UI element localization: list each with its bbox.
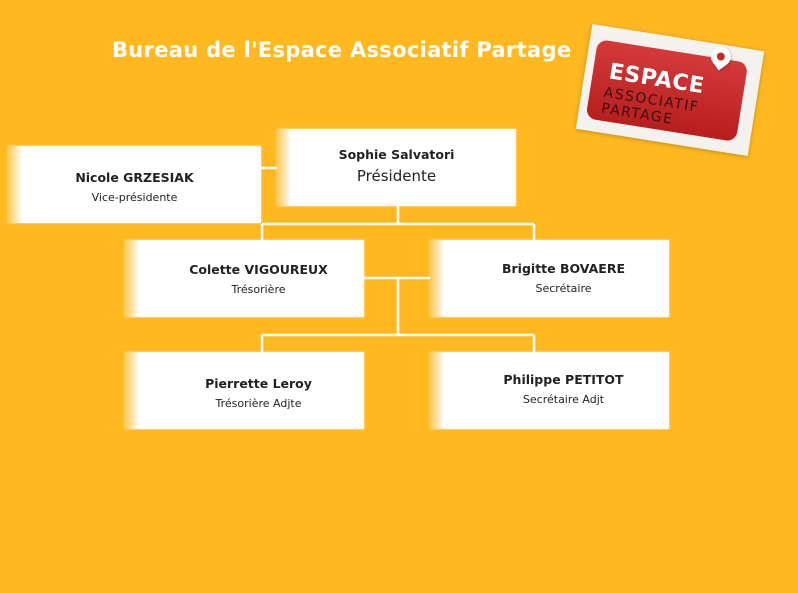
node-role: Vice-présidente <box>91 191 178 204</box>
page-title: Bureau de l'Espace Associatif Partage <box>112 38 572 62</box>
node-name: Philippe PETITOT <box>503 372 624 387</box>
node-name: Pierrette Leroy <box>205 376 312 391</box>
node-name: Brigitte BOVAERE <box>501 261 625 276</box>
node-president: Sophie Salvatori Présidente <box>277 129 516 206</box>
node-treasurer: Colette VIGOUREUX Trésorière <box>125 240 364 317</box>
node-vice-president: Nicole GRZESIAK Vice-présidente <box>8 146 261 223</box>
node-role: Présidente <box>356 167 437 185</box>
node-assistant-secretary: Philippe PETITOT Secrétaire Adjt <box>430 352 669 429</box>
node-role: Secrétaire <box>535 282 592 295</box>
node-role: Trésorière <box>231 283 286 296</box>
node-name: Colette VIGOUREUX <box>189 262 328 277</box>
node-name: Sophie Salvatori <box>338 147 455 162</box>
node-name: Nicole GRZESIAK <box>75 170 194 185</box>
node-role: Trésorière Adjte <box>215 397 302 410</box>
node-assistant-treasurer: Pierrette Leroy Trésorière Adjte <box>125 352 364 429</box>
node-role: Secrétaire Adjt <box>522 393 605 406</box>
node-secretary: Brigitte BOVAERE Secrétaire <box>430 240 669 317</box>
